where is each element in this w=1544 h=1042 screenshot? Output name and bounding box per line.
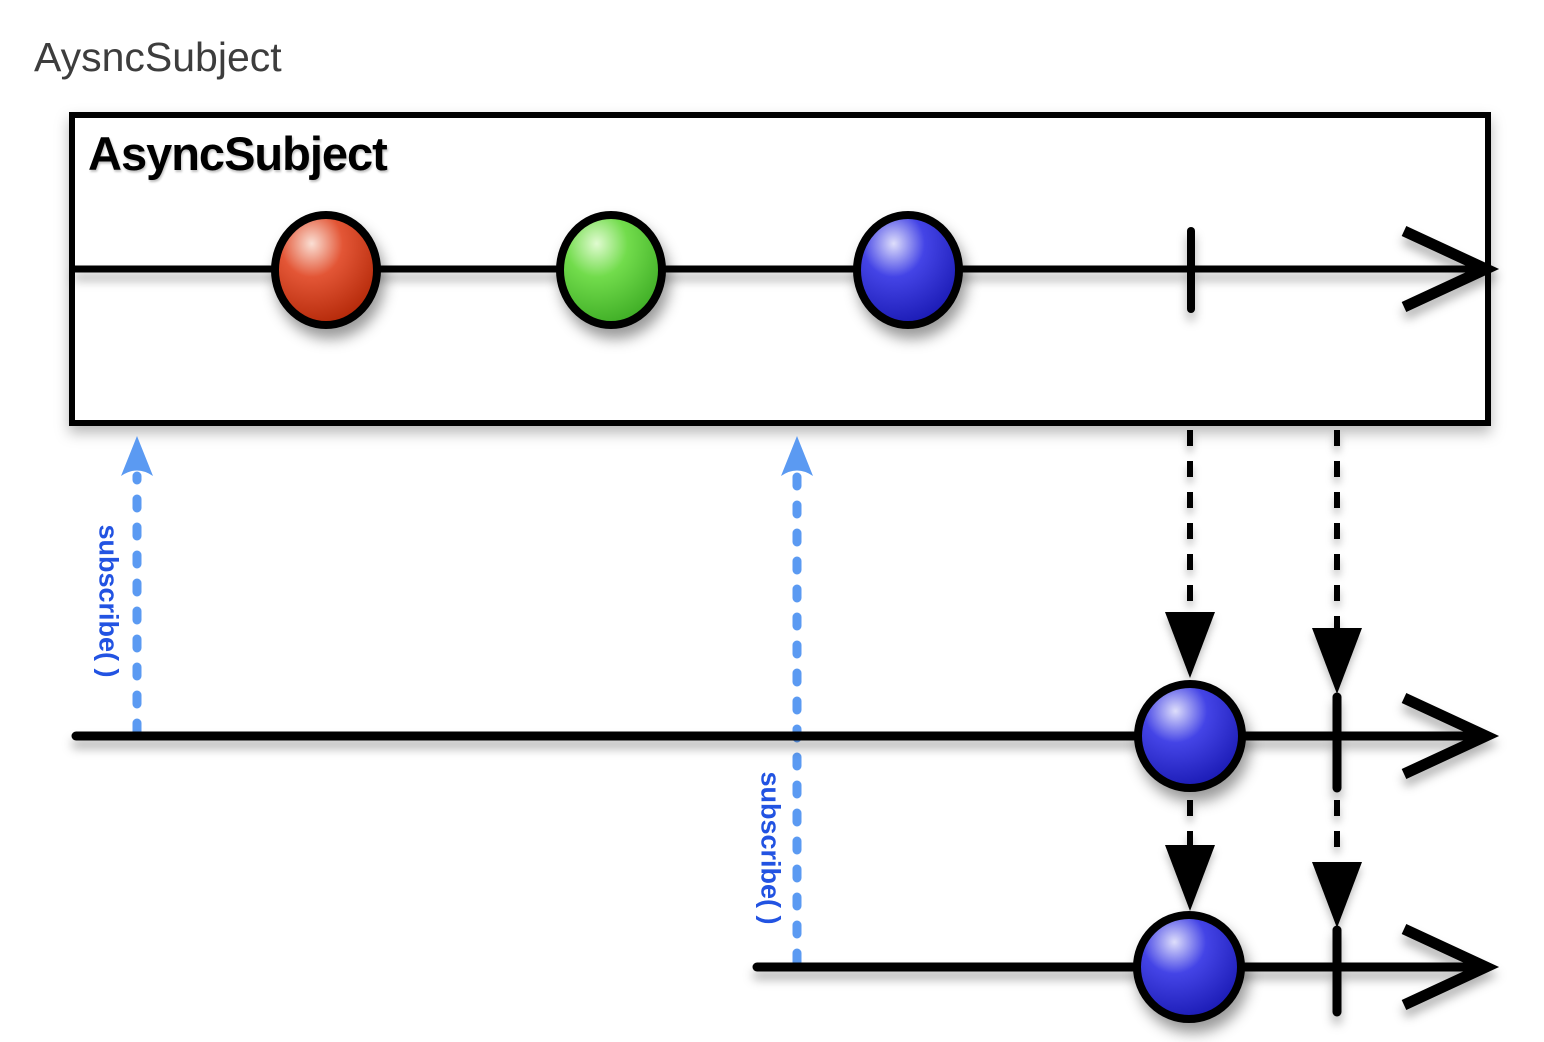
source-box-label: AsyncSubject (88, 127, 388, 180)
complete-connector-2-arrowhead-icon (1312, 862, 1362, 928)
subscribe-arrow-1 (121, 436, 153, 737)
marble-red-icon (271, 211, 381, 329)
source-timeline-arrowhead-icon (1401, 226, 1500, 312)
subscribe-arrow-1-head-icon (121, 436, 153, 476)
emit-connector-1-arrowhead-icon (1165, 612, 1215, 678)
complete-connector-2 (1312, 800, 1362, 928)
page-title: AysncSubject (34, 34, 282, 80)
marble-green-icon (556, 211, 666, 329)
emit-connector-2 (1165, 800, 1215, 911)
marble-blue-source-icon (853, 211, 963, 329)
subscribe-arrow-2-head-icon (781, 436, 813, 476)
marble-blue-subscriber-2-icon (1133, 911, 1245, 1023)
subscribe-arrow-2 (781, 436, 813, 967)
marble-blue-subscriber-1-icon (1134, 680, 1246, 792)
complete-connector-1-arrowhead-icon (1312, 628, 1362, 694)
subscribe-label-2: subscribe( ) (755, 771, 786, 925)
subscriber-2-arrowhead-icon (1401, 924, 1500, 1010)
emit-connector-2-arrowhead-icon (1165, 845, 1215, 911)
emit-connector-1 (1165, 430, 1215, 678)
subscribe-label-1: subscribe( ) (93, 524, 124, 678)
subscriber-1-arrowhead-icon (1401, 693, 1500, 779)
complete-connector-1 (1312, 430, 1362, 694)
